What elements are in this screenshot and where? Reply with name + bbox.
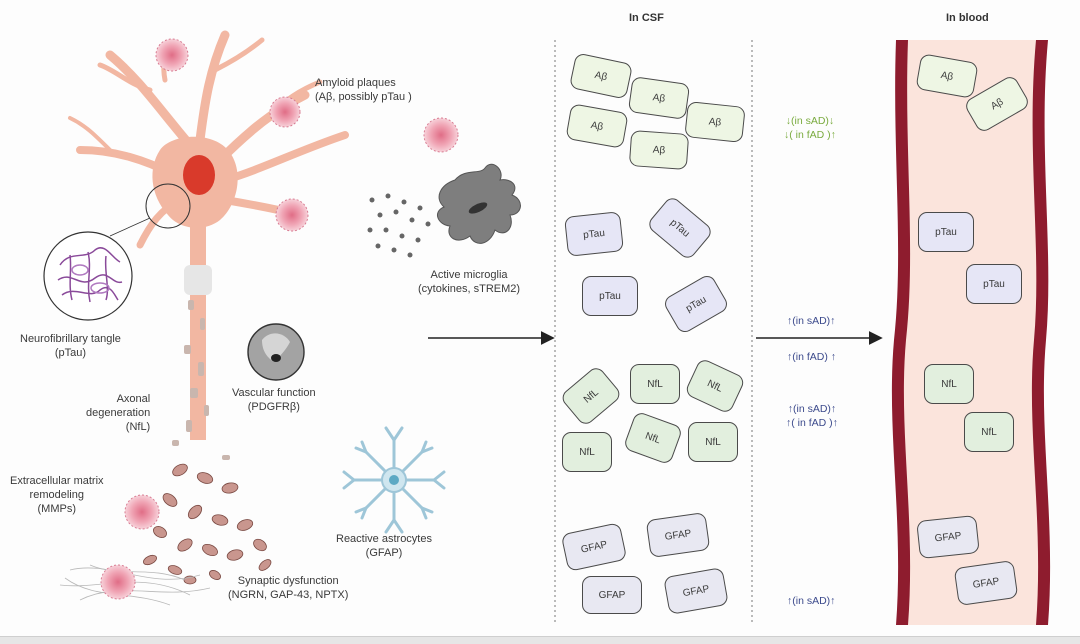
astrocytes-label: Reactive astrocytes(GFAP) <box>336 533 432 559</box>
tangle-label: Neurofibrillary tangle(pTau) <box>20 333 121 359</box>
microglia-nucleus <box>468 202 488 214</box>
astrocyte-nucleus <box>389 475 399 485</box>
csf-nfl: NfL <box>688 422 738 462</box>
microglia-particles <box>367 193 431 258</box>
synaptic-terminals <box>143 463 272 585</box>
tangle-inset <box>43 231 133 321</box>
vessel-wall-left <box>891 40 911 625</box>
vessel-wall-right <box>1031 40 1051 625</box>
axon-segment <box>184 265 212 295</box>
microglia-label: Active microglia(cytokines, sTREM2) <box>418 269 521 295</box>
astrocyte-cell <box>342 426 446 534</box>
vascular-cell-inner <box>262 333 290 362</box>
amyloid-plaques <box>100 38 459 600</box>
blood-header: In blood <box>946 12 989 24</box>
gfap-change: ↑(in sAD)↑ <box>787 595 836 607</box>
amyloid-plaques-label: Amyloid plaques(Aβ, possibly pTau ) <box>315 77 412 103</box>
synaptic-label: Synaptic dysfunction(NGRN, GAP-43, NPTX) <box>228 575 349 601</box>
csf-ptau: pTau <box>582 276 638 316</box>
vascular-label: Vascular function(PDGFRβ) <box>232 387 316 413</box>
ecm-fibers <box>59 564 211 606</box>
csf-abeta: Aβ <box>628 130 690 170</box>
csf-gfap: GFAP <box>582 576 642 614</box>
blood-nfl: NfL <box>964 412 1014 452</box>
neuron-nucleus <box>183 155 215 195</box>
zoom-connector <box>109 217 151 237</box>
ptau-change-sad: ↑(in sAD)↑ <box>787 315 836 327</box>
bottom-bar <box>0 636 1080 644</box>
blood-ptau: pTau <box>918 212 974 252</box>
blood-nfl: NfL <box>924 364 974 404</box>
csf-nfl: NfL <box>562 432 612 472</box>
csf-abeta: Aβ <box>684 101 746 143</box>
csf-ptau: pTau <box>564 211 624 257</box>
csf-header: In CSF <box>629 12 664 24</box>
vessel-lumen <box>899 40 1043 625</box>
tangle-icon <box>57 247 123 303</box>
zoom-circle <box>145 183 191 229</box>
abeta-change: ↓(in sAD)↓↓( in fAD )↑ <box>784 115 836 141</box>
ptau-change-fad: ↑(in fAD) ↑ <box>787 351 837 363</box>
blood-ptau: pTau <box>966 264 1022 304</box>
nfl-change: ↑(in sAD)↑↑( in fAD )↑ <box>786 403 838 429</box>
axon-fragments <box>172 300 230 460</box>
csf-nfl: NfL <box>630 364 680 404</box>
axon <box>190 222 206 440</box>
blood-gfap: GFAP <box>916 514 980 560</box>
vascular-cell-nucleus <box>271 354 281 362</box>
